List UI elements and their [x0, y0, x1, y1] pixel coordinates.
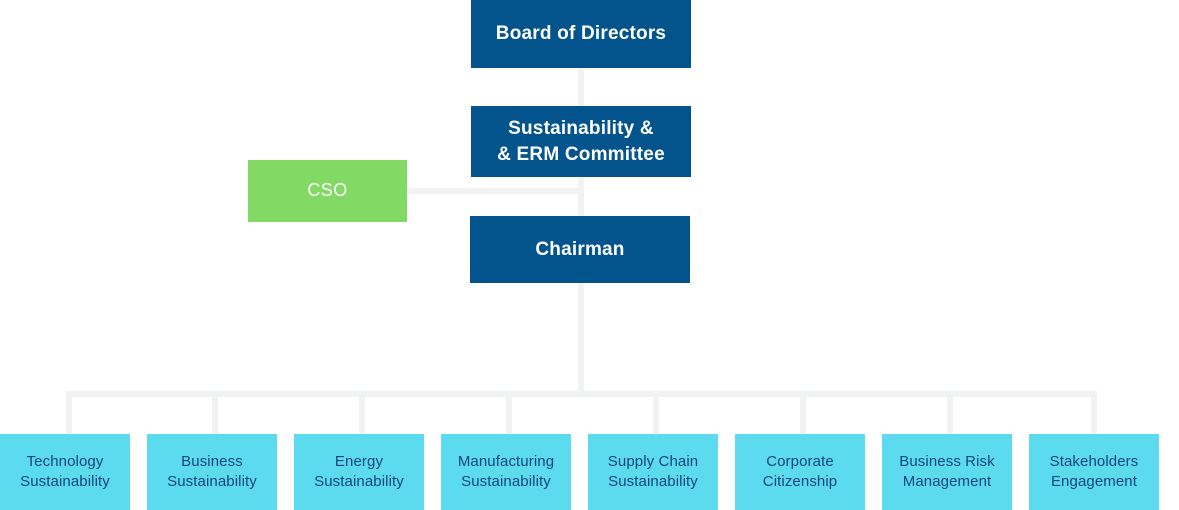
connector-horizontal-bus: [66, 391, 1097, 397]
node-unit-technology-sustainability[interactable]: Technology Sustainability: [0, 434, 130, 510]
connector-drop-unit-7: [947, 391, 953, 434]
node-unit-stakeholders-engagement[interactable]: Stakeholders Engagement: [1029, 434, 1159, 510]
connector-drop-unit-8: [1091, 391, 1097, 434]
node-unit-label: Energy Sustainability: [314, 453, 404, 490]
node-unit-manufacturing-sustainability[interactable]: Manufacturing Sustainability: [441, 434, 571, 510]
node-unit-label: Stakeholders Engagement: [1049, 453, 1139, 490]
connector-drop-unit-1: [66, 391, 72, 434]
node-unit-supply-chain-sustainability[interactable]: Supply Chain Sustainability: [588, 434, 718, 510]
node-cso-label: CSO: [307, 180, 348, 201]
node-unit-energy-sustainability[interactable]: Energy Sustainability: [294, 434, 424, 510]
connector-drop-unit-5: [653, 391, 659, 434]
node-sustainability-erm-committee-label: Sustainability & & ERM Committee: [497, 118, 665, 165]
node-chairman-label: Chairman: [535, 238, 625, 260]
node-unit-label: Technology Sustainability: [20, 453, 110, 490]
node-unit-label: Corporate Citizenship: [762, 453, 838, 490]
connector-cso-to-spine: [407, 188, 584, 194]
node-unit-label: Business Sustainability: [167, 453, 257, 490]
node-unit-label: Manufacturing Sustainability: [457, 453, 555, 490]
node-unit-label: Business Risk Management: [899, 453, 995, 490]
node-sustainability-erm-committee[interactable]: Sustainability & & ERM Committee: [471, 106, 691, 177]
node-unit-business-risk-management[interactable]: Business Risk Management: [882, 434, 1012, 510]
node-board-of-directors-label: Board of Directors: [495, 23, 667, 45]
connector-drop-unit-2: [212, 391, 218, 434]
node-chairman[interactable]: Chairman: [470, 216, 690, 283]
connector-drop-unit-6: [800, 391, 806, 434]
connector-drop-unit-3: [359, 391, 365, 434]
node-cso[interactable]: CSO: [248, 160, 407, 222]
node-board-of-directors[interactable]: Board of Directors: [471, 0, 691, 68]
node-unit-corporate-citizenship[interactable]: Corporate Citizenship: [735, 434, 865, 510]
connector-board-to-committee: [578, 68, 584, 106]
connector-chairman-to-bus: [578, 283, 584, 396]
node-unit-business-sustainability[interactable]: Business Sustainability: [147, 434, 277, 510]
connector-drop-unit-4: [506, 391, 512, 434]
connector-committee-to-chairman: [578, 177, 584, 218]
node-unit-label: Supply Chain Sustainability: [607, 453, 699, 490]
